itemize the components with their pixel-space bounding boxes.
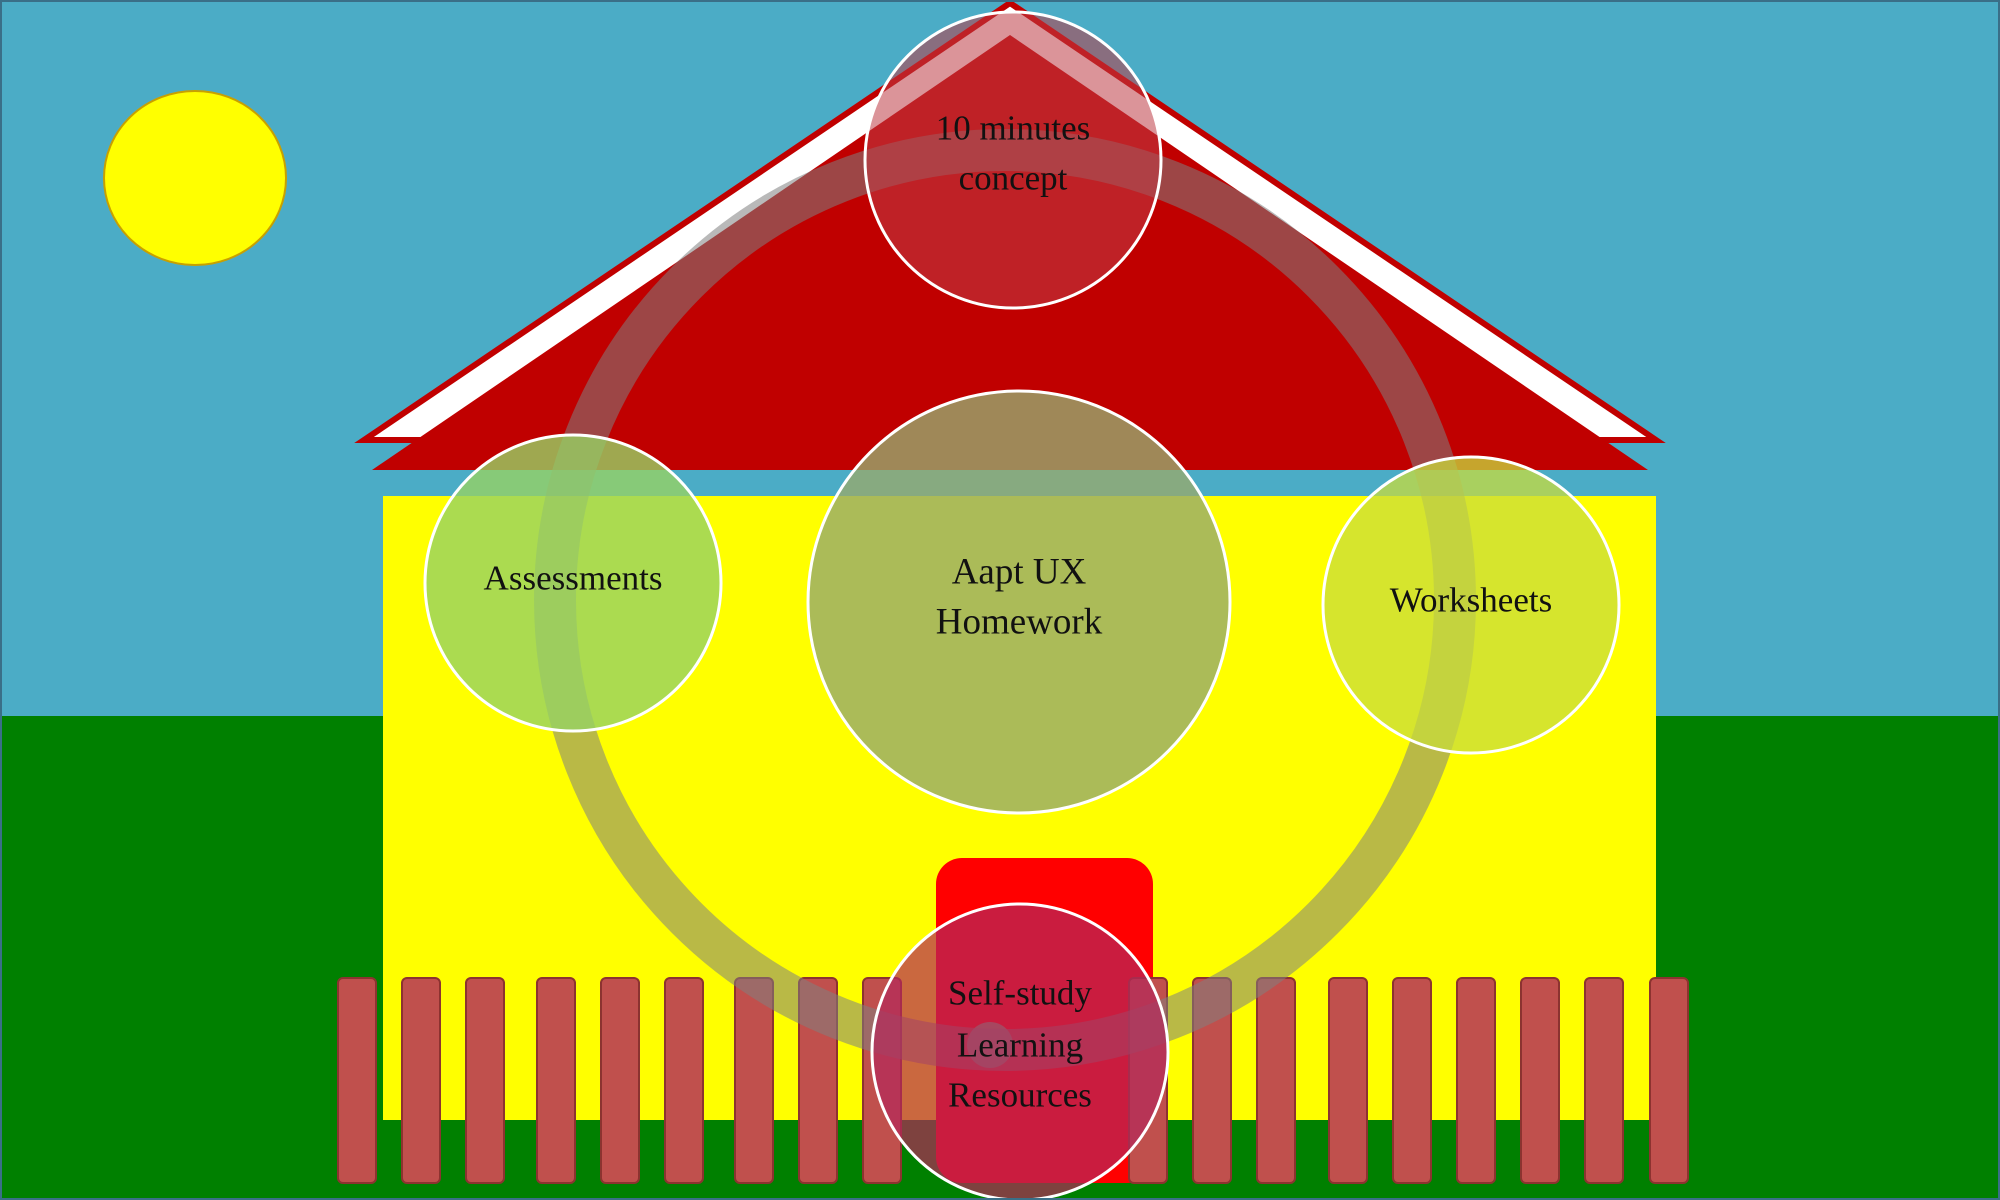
fence-picket	[465, 977, 505, 1184]
node-self-study: Self-study Learning Resources	[870, 902, 1170, 1200]
node-concept-line-1: 10 minutes	[936, 109, 1091, 148]
picket-fence	[337, 977, 1689, 1184]
fence-picket	[1520, 977, 1560, 1184]
fence-picket	[1456, 977, 1496, 1184]
node-self-study-line-3: Resources	[948, 1076, 1092, 1115]
node-worksheets-line-1: Worksheets	[1390, 581, 1552, 620]
fence-picket	[1649, 977, 1689, 1184]
fence-picket	[1392, 977, 1432, 1184]
fence-picket	[664, 977, 704, 1184]
center-circle	[806, 389, 1232, 815]
sun-icon	[103, 90, 287, 266]
fence-picket	[1256, 977, 1296, 1184]
node-self-study-line-2: Learning	[957, 1026, 1083, 1065]
node-circle-worksheets	[1321, 455, 1621, 755]
center-label-line-1: Aapt UX	[952, 552, 1087, 593]
node-10-minutes-concept: 10 minutes concept	[863, 10, 1163, 310]
fence-picket	[401, 977, 441, 1184]
fence-picket	[536, 977, 576, 1184]
fence-picket	[337, 977, 377, 1184]
node-concept-line-2: concept	[959, 159, 1068, 198]
fence-picket	[734, 977, 774, 1184]
center-label-line-2: Homework	[936, 602, 1103, 643]
fence-picket	[1328, 977, 1368, 1184]
node-circle-concept	[863, 10, 1163, 310]
node-circle-self-study	[870, 902, 1170, 1200]
node-circle-assessments	[423, 433, 723, 733]
node-self-study-line-1: Self-study	[948, 974, 1092, 1013]
node-assessments: Assessments	[423, 433, 723, 733]
fence-picket	[600, 977, 640, 1184]
node-worksheets: Worksheets	[1321, 455, 1621, 755]
center-node: Aapt UX Homework	[806, 389, 1232, 815]
node-assessments-line-1: Assessments	[484, 559, 663, 598]
fence-picket	[1584, 977, 1624, 1184]
